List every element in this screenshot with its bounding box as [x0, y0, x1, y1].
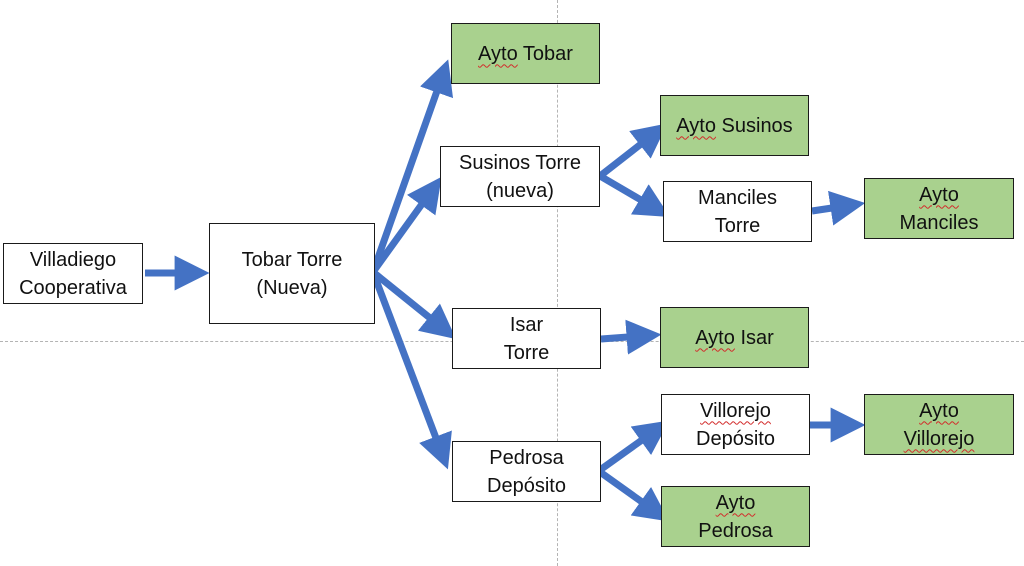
node-label-line2: (Nueva) — [256, 276, 328, 299]
node-label-line2: (nueva) — [486, 179, 554, 202]
node-label-line1: Isar — [509, 313, 544, 336]
node-label-line2: Torre — [503, 341, 550, 364]
node-label: Ayto Susinos — [676, 112, 792, 140]
node-ayto-manciles: Ayto Manciles — [864, 178, 1014, 239]
node-label-line1: Manciles — [698, 186, 777, 209]
node-villorejo-deposito: Villorejo Depósito — [661, 394, 810, 455]
node-label-line1: Ayto — [919, 399, 959, 422]
node-label-line2: Torre — [714, 214, 761, 237]
arrow-susinos-to-manciles — [598, 172, 670, 217]
node-label-line2: Villorejo — [903, 427, 975, 450]
node-ayto-tobar: Ayto Tobar — [451, 23, 600, 84]
node-label-line2: Depósito — [696, 427, 775, 450]
node-label-word2: Isar — [740, 326, 774, 349]
node-tobar-torre: Tobar Torre (Nueva) — [209, 223, 375, 324]
arrow-tobar-to-susinos — [370, 176, 442, 275]
node-label: Ayto Tobar — [478, 40, 573, 68]
node-label-word1: Ayto — [478, 42, 518, 65]
node-manciles-torre: Manciles Torre — [663, 181, 812, 242]
node-pedrosa-deposito: Pedrosa Depósito — [452, 441, 601, 502]
node-label-word1: Ayto — [695, 326, 735, 349]
arrow-susinos-to-ayto-susinos — [597, 123, 668, 179]
node-label-line1: Ayto — [919, 183, 959, 206]
node-susinos-torre: Susinos Torre (nueva) — [440, 146, 600, 207]
node-label: Ayto Isar — [695, 324, 774, 352]
node-label-line2: Cooperativa — [19, 276, 127, 299]
node-isar-torre: Isar Torre — [452, 308, 601, 369]
node-ayto-isar: Ayto Isar — [660, 307, 809, 368]
node-label-line2: Manciles — [899, 211, 979, 234]
node-label-word2: Susinos — [721, 114, 793, 137]
node-label-line2: Pedrosa — [698, 519, 773, 542]
node-label-word2: Tobar — [522, 42, 573, 65]
node-label-line2: Depósito — [487, 474, 566, 497]
node-label-line1: Susinos Torre — [459, 151, 581, 174]
arrow-isar-to-ayto-isar — [600, 319, 662, 355]
node-label-line1: Villorejo — [700, 399, 771, 422]
node-villadiego-cooperativa: Villadiego Cooperativa — [3, 243, 143, 304]
arrow-pedrosa-to-ayto-pedrosa — [597, 469, 670, 522]
arrow-manciles-to-ayto-manciles — [811, 190, 866, 226]
node-label-line1: Villadiego — [29, 248, 117, 271]
node-label-line1: Pedrosa — [489, 446, 564, 469]
node-ayto-villorejo: Ayto Villorejo — [864, 394, 1014, 455]
arrow-tobar-to-pedrosa — [369, 270, 452, 470]
node-ayto-susinos: Ayto Susinos — [660, 95, 809, 156]
node-ayto-pedrosa: Ayto Pedrosa — [661, 486, 810, 547]
node-label-word1: Ayto — [676, 114, 716, 137]
arrow-tobar-to-ayto-tobar — [369, 59, 454, 274]
node-label-line1: Ayto — [715, 491, 756, 514]
node-label-line1: Tobar Torre — [241, 248, 343, 271]
arrow-tobar-to-isar — [370, 269, 457, 340]
arrow-pedrosa-to-villorejo — [597, 420, 670, 473]
